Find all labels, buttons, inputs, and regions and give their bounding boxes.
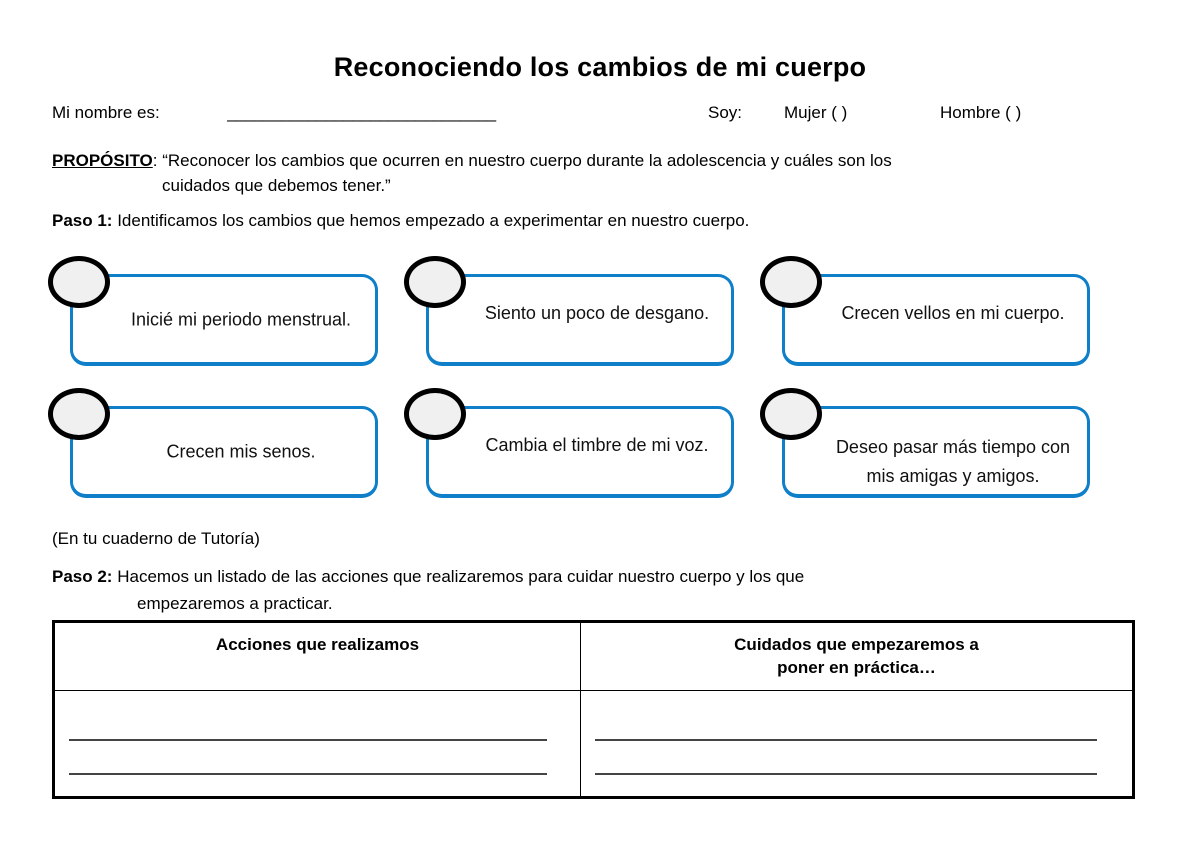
proposito-colon: :: [152, 151, 158, 170]
callout-1[interactable]: Inicié mi periodo menstrual.: [44, 256, 378, 376]
callout-4-bubble-icon[interactable]: [48, 388, 110, 440]
callout-2-box: Siento un poco de desgano.: [426, 274, 734, 366]
callout-3-text: Crecen vellos en mi cuerpo.: [841, 303, 1065, 323]
paso2-text-line2: empezaremos a practicar.: [137, 594, 333, 613]
callout-2-text: Siento un poco de desgano.: [484, 303, 710, 323]
table-header-acciones: Acciones que realizamos: [54, 622, 581, 691]
gender-option-hombre[interactable]: Hombre ( ): [940, 103, 1022, 122]
callout-3[interactable]: Crecen vellos en mi cuerpo.: [756, 256, 1090, 376]
callout-4-text: Crecen mis senos.: [166, 441, 316, 461]
table-header-cuidados-line1: Cuidados que empezaremos a: [734, 635, 979, 654]
table-header-row: Acciones que realizamos Cuidados que emp…: [54, 622, 1133, 691]
gender-label: Soy:: [708, 103, 743, 122]
writing-line: [69, 773, 547, 775]
page-title: Reconociendo los cambios de mi cuerpo: [333, 52, 867, 82]
table-cell-acciones[interactable]: [54, 690, 581, 797]
paso1-label: Paso 1:: [52, 211, 113, 230]
table-header-cuidados-line2: poner en práctica…: [777, 658, 936, 677]
table-header-cuidados: Cuidados que empezaremos a poner en prác…: [580, 622, 1133, 691]
cuidados-writing-area[interactable]: [581, 691, 1132, 796]
paso2-label: Paso 2:: [52, 567, 113, 586]
callout-2[interactable]: Siento un poco de desgano.: [400, 256, 734, 376]
callout-2-bubble-icon[interactable]: [404, 256, 466, 308]
acciones-writing-area[interactable]: [55, 691, 580, 796]
name-input-blank[interactable]: ______________________________: [227, 103, 496, 122]
callout-1-box: Inicié mi periodo menstrual.: [70, 274, 378, 366]
callout-4[interactable]: Crecen mis senos.: [44, 388, 378, 508]
proposito-section: PROPÓSITO: “Reconocer los cambios que oc…: [52, 148, 1130, 198]
paso1-heading: Paso 1: Identificamos los cambios que he…: [52, 211, 1052, 231]
callout-1-bubble-icon[interactable]: [48, 256, 110, 308]
proposito-text-line1: “Reconocer los cambios que ocurren en nu…: [157, 151, 892, 170]
callout-5-bubble-icon[interactable]: [404, 388, 466, 440]
callout-5-box: Cambia el timbre de mi voz.: [426, 406, 734, 498]
writing-line: [595, 773, 1097, 775]
identity-row: Mi nombre es: __________________________…: [52, 103, 1142, 131]
callout-4-box: Crecen mis senos.: [70, 406, 378, 498]
paso1-text: Identificamos los cambios que hemos empe…: [112, 211, 750, 230]
table-cell-cuidados[interactable]: [580, 690, 1133, 797]
callout-5-text: Cambia el timbre de mi voz.: [485, 435, 709, 455]
writing-line: [69, 739, 547, 741]
callout-3-bubble-icon[interactable]: [760, 256, 822, 308]
proposito-label: PROPÓSITO: [52, 151, 153, 170]
writing-line: [595, 739, 1097, 741]
callout-6[interactable]: Deseo pasar más tiempo con mis amigas y …: [756, 388, 1090, 508]
callout-6-bubble-icon[interactable]: [760, 388, 822, 440]
proposito-text-line2: cuidados que debemos tener.”: [162, 176, 391, 195]
callout-5[interactable]: Cambia el timbre de mi voz.: [400, 388, 734, 508]
actions-table: Acciones que realizamos Cuidados que emp…: [52, 620, 1135, 799]
callout-3-box: Crecen vellos en mi cuerpo.: [782, 274, 1090, 366]
name-label: Mi nombre es:: [52, 103, 160, 122]
paso2-text-line1: Hacemos un listado de las acciones que r…: [112, 567, 805, 586]
callout-6-box: Deseo pasar más tiempo con mis amigas y …: [782, 406, 1090, 498]
table-row: [54, 690, 1133, 797]
cuaderno-note: (En tu cuaderno de Tutoría): [52, 529, 260, 548]
callout-6-text: Deseo pasar más tiempo con mis amigas y …: [835, 437, 1071, 486]
paso2-heading: Paso 2: Hacemos un listado de las accion…: [52, 563, 1130, 617]
gender-option-mujer[interactable]: Mujer ( ): [784, 103, 848, 122]
callout-1-text: Inicié mi periodo menstrual.: [130, 309, 352, 329]
